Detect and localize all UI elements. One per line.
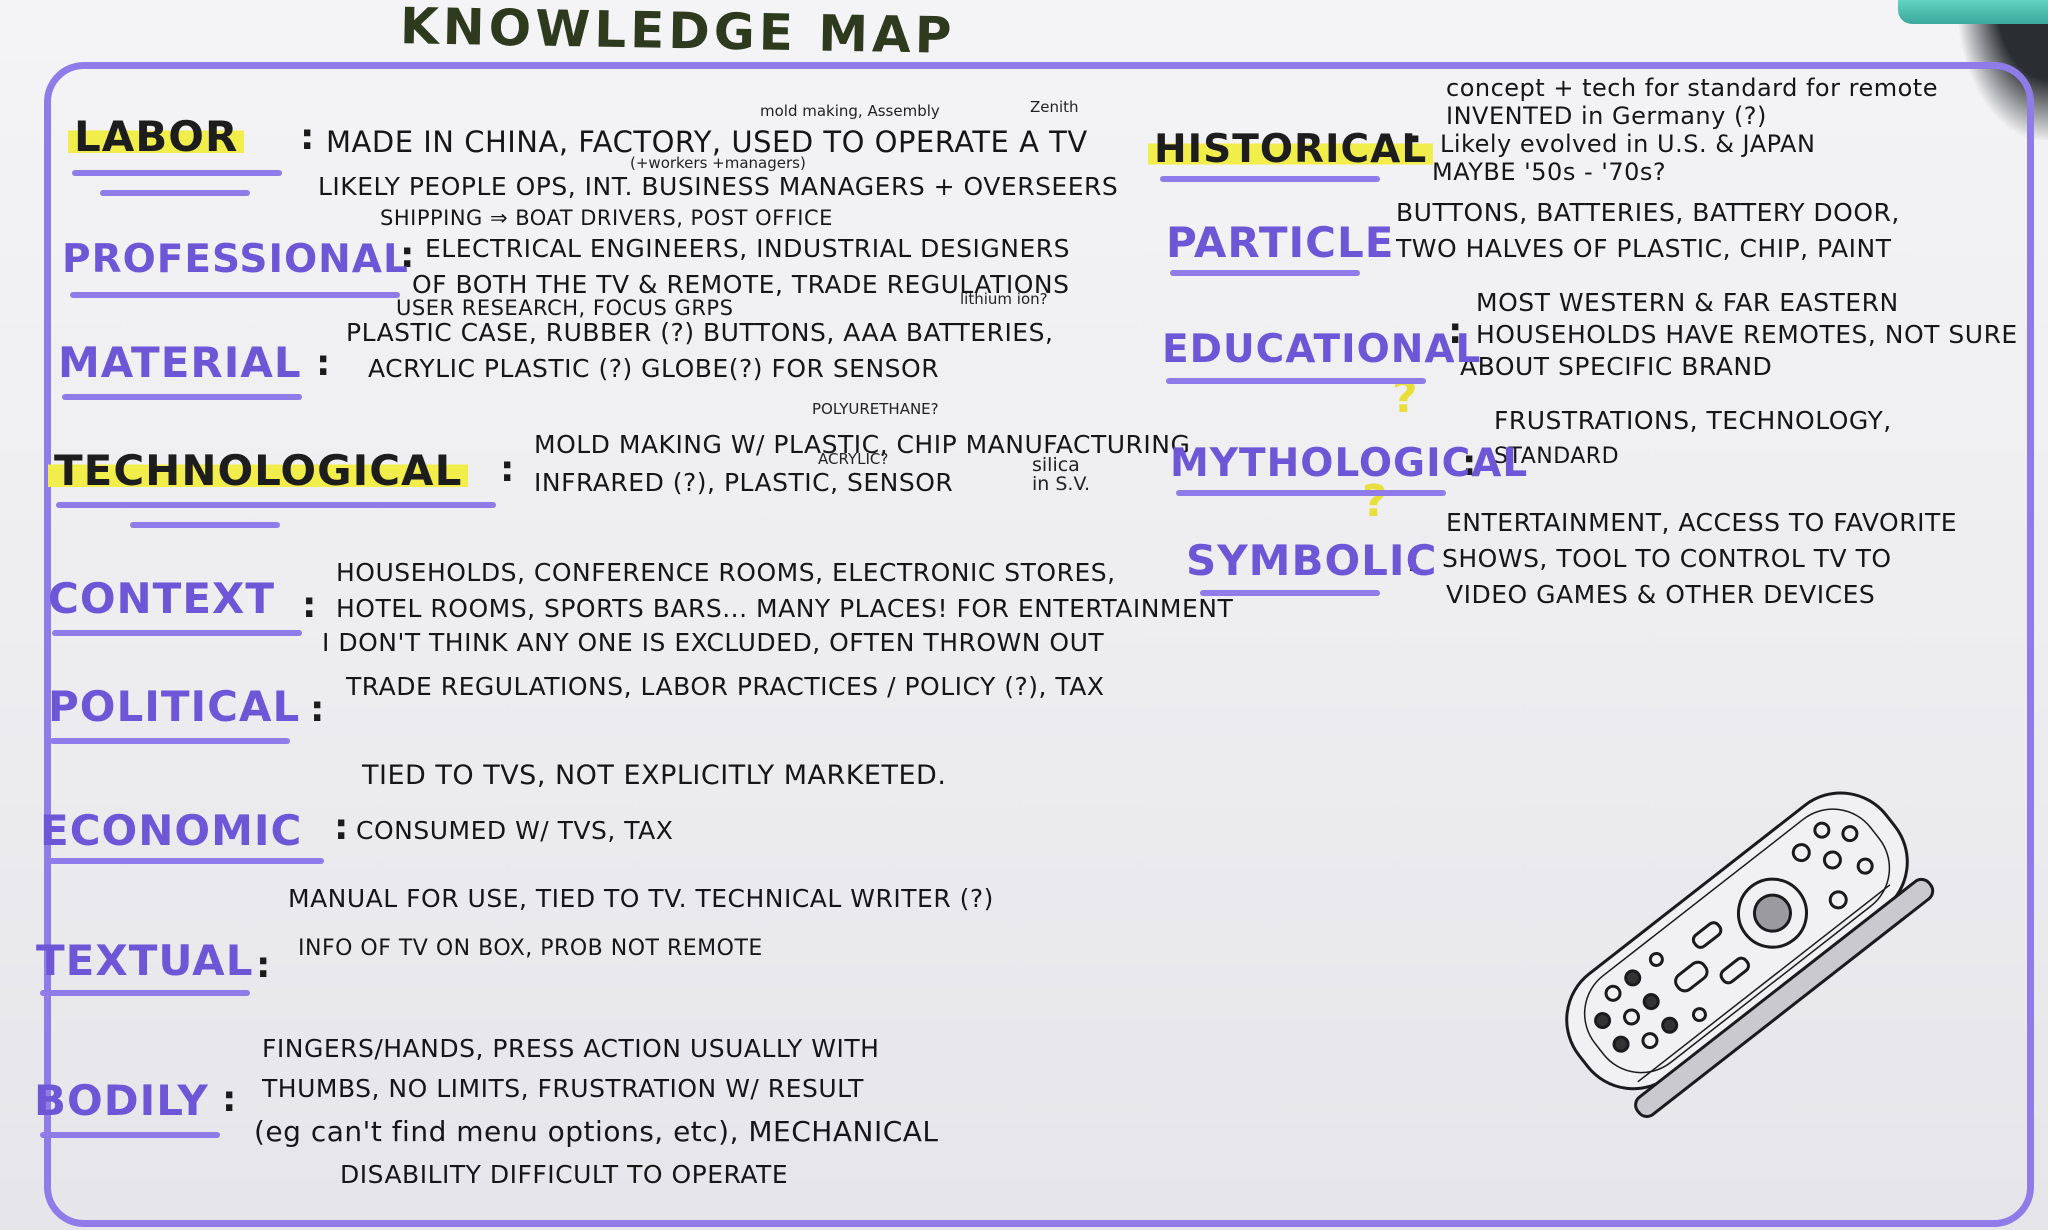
underline-mythological [1176, 490, 1446, 496]
text-context-3: I DON'T THINK ANY ONE IS EXCLUDED, OFTEN… [322, 628, 1105, 657]
text-professional-3: USER RESEARCH, FOCUS GRPS [396, 296, 734, 320]
colon: : [1366, 219, 1381, 260]
text-symbolic-2: SHOWS, TOOL TO CONTROL TV TO [1442, 544, 1892, 573]
underline-economic [44, 858, 324, 864]
underline-labor [72, 170, 282, 176]
text-particle-2: TWO HALVES OF PLASTIC, CHIP, PAINT [1396, 234, 1892, 263]
text-bodily-2: THUMBS, NO LIMITS, FRUSTRATION W/ RESULT [262, 1074, 864, 1103]
label-economic: ECONOMIC [40, 806, 303, 855]
colon: : [256, 945, 271, 986]
text-historical-4: MAYBE '50s - '70s? [1432, 158, 1667, 186]
text-historical-3: Likely evolved in U.S. & JAPAN [1440, 130, 1816, 158]
text-material-1: PLASTIC CASE, RUBBER (?) BUTTONS, AAA BA… [346, 318, 1054, 347]
text-mythological-2: STANDARD [1494, 444, 1620, 469]
text-context-1: HOUSEHOLDS, CONFERENCE ROOMS, ELECTRONIC… [336, 558, 1116, 587]
text-economic-2: CONSUMED W/ TVS, TAX [356, 816, 674, 845]
tv-remote-sketch [1510, 740, 1950, 1140]
underline-historical [1160, 176, 1380, 182]
colon: : [300, 117, 315, 158]
label-particle: PARTICLE [1166, 218, 1395, 267]
text-political-1: TRADE REGULATIONS, LABOR PRACTICES / POL… [346, 672, 1105, 701]
text-bodily-4: DISABILITY DIFFICULT TO OPERATE [340, 1160, 789, 1189]
question-mark: ? [1362, 476, 1388, 527]
underline-technological-2 [130, 522, 280, 528]
text-particle-1: BUTTONS, BATTERIES, BATTERY DOOR, [1396, 198, 1900, 227]
colon: : [334, 807, 349, 848]
text-material-2: ACRYLIC PLASTIC (?) GLOBE(?) FOR SENSOR [368, 354, 940, 383]
text-labor-2: LIKELY PEOPLE OPS, INT. BUSINESS MANAGER… [318, 172, 1119, 201]
note-labor-2: Zenith [1030, 98, 1079, 116]
text-labor-1: MADE IN CHINA, FACTORY, USED TO OPERATE … [326, 125, 1088, 159]
label-bodily: BODILY [34, 1076, 209, 1125]
colon: : [310, 689, 325, 730]
text-context-2: HOTEL ROOMS, SPORTS BARS... MANY PLACES!… [336, 594, 1234, 623]
colon: : [400, 235, 415, 276]
text-technological-1: MOLD MAKING W/ PLASTIC, CHIP MANUFACTURI… [534, 430, 1191, 459]
underline-professional [70, 292, 400, 298]
colon: : [316, 343, 331, 384]
underline-material [62, 394, 302, 400]
underline-bodily [40, 1132, 220, 1138]
text-technological-2: INFRARED (?), PLASTIC, SENSOR [534, 468, 954, 497]
text-mythological-1: FRUSTRATIONS, TECHNOLOGY, [1494, 406, 1892, 435]
underline-textual [40, 990, 250, 996]
text-symbolic-1: ENTERTAINMENT, ACCESS TO FAVORITE [1446, 508, 1958, 537]
label-material: MATERIAL [58, 338, 302, 387]
note-technological-2: ACRYLIC? [818, 450, 889, 468]
underline-educational [1166, 378, 1426, 384]
text-professional-1: ELECTRICAL ENGINEERS, INDUSTRIAL DESIGNE… [425, 234, 1070, 263]
underline-symbolic [1200, 590, 1380, 596]
label-labor: LABOR [68, 116, 245, 158]
text-economic-1: TIED TO TVS, NOT EXPLICITLY MARKETED. [362, 760, 947, 791]
text-bodily-1: FINGERS/HANDS, PRESS ACTION USUALLY WITH [262, 1034, 880, 1063]
page-title: KNOWLEDGE MAP [399, 0, 956, 65]
note-material: lithium ion? [960, 290, 1048, 308]
note-labor-3: (+workers +managers) [630, 154, 806, 172]
colon: : [1406, 539, 1421, 580]
label-textual: TEXTUAL [36, 936, 254, 985]
text-textual-1: MANUAL FOR USE, TIED TO TV. TECHNICAL WR… [288, 884, 994, 913]
label-educational: EDUCATIONAL [1162, 327, 1482, 372]
text-historical-1: concept + tech for standard for remote [1446, 74, 1938, 102]
text-bodily-3: (eg can't find menu options, etc), MECHA… [254, 1115, 939, 1148]
colon: : [302, 585, 317, 626]
label-mythological: MYTHOLOGICAL [1170, 441, 1529, 486]
text-textual-2: INFO OF TV ON BOX, PROB NOT REMOTE [298, 936, 763, 961]
underline-context [52, 630, 302, 636]
colon: : [500, 449, 515, 490]
underline-political [50, 738, 290, 744]
underline-labor-2 [100, 190, 250, 196]
label-professional: PROFESSIONAL [62, 237, 409, 282]
colon: : [1448, 311, 1463, 352]
map-border [44, 62, 2034, 1227]
text-historical-2: INVENTED in Germany (?) [1446, 102, 1767, 130]
label-technological: TECHNOLOGICAL [48, 450, 469, 492]
note-technological-3: silica in S.V. [1032, 454, 1091, 495]
note-labor-1: mold making, Assembly [760, 102, 940, 120]
colon: : [222, 1079, 237, 1120]
text-educational-1: MOST WESTERN & FAR EASTERN [1476, 288, 1899, 317]
text-educational-2: HOUSEHOLDS HAVE REMOTES, NOT SURE [1476, 320, 2018, 349]
text-professional-2: OF BOTH THE TV & REMOTE, TRADE REGULATIO… [412, 270, 1070, 299]
label-political: POLITICAL [48, 682, 301, 731]
marker-cap [1898, 0, 2048, 24]
text-symbolic-3: VIDEO GAMES & OTHER DEVICES [1446, 580, 1876, 609]
text-labor-3: SHIPPING ⇒ BOAT DRIVERS, POST OFFICE [380, 206, 833, 230]
label-historical: HISTORICAL [1148, 130, 1434, 169]
text-educational-3: ABOUT SPECIFIC BRAND [1460, 352, 1773, 381]
note-technological-1: POLYURETHANE? [812, 400, 939, 418]
underline-technological [56, 502, 496, 508]
underline-particle [1170, 270, 1360, 276]
label-context: CONTEXT [48, 574, 276, 623]
label-symbolic: SYMBOLIC [1186, 536, 1438, 585]
colon: : [1462, 443, 1477, 484]
